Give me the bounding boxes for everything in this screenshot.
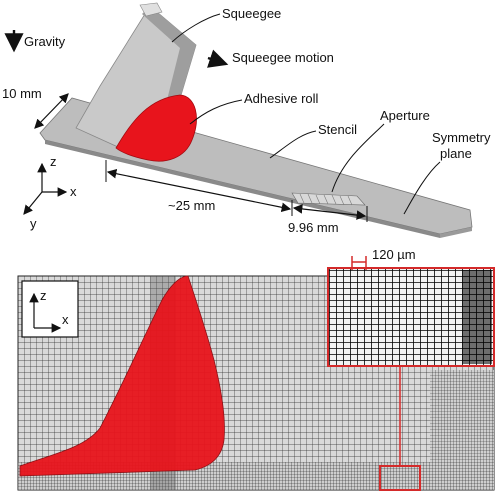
symmetry-label-line2: plane	[440, 146, 472, 161]
mesh-dense-column	[430, 370, 494, 490]
width-dim-line	[34, 93, 69, 129]
schematic-3d: Gravity Squeegee Squeegee motion Adhesiv…	[2, 2, 491, 238]
symmetry-leader	[403, 161, 441, 215]
mesh-section: z x 120 µm	[17, 247, 495, 491]
stencil-leader	[269, 130, 317, 159]
aperture-dim-label: 9.96 mm	[288, 220, 339, 235]
length-dim-line	[106, 168, 292, 213]
squeegee-face	[142, 6, 196, 112]
axis-box-2d: z x	[21, 280, 79, 338]
squeegee-motion-label: Squeegee motion	[232, 50, 334, 65]
zoom-inset: 120 µm	[327, 247, 495, 491]
axis-z-label: z	[50, 154, 57, 169]
cell-size-label: 120 µm	[372, 247, 416, 262]
length-dim-label: ~25 mm	[168, 198, 215, 213]
width-dim-label: 10 mm	[2, 86, 42, 101]
stencil-plate-edge	[440, 227, 472, 238]
aperture-grid	[299, 193, 353, 206]
squeegee-label: Squeegee	[222, 6, 281, 21]
inset-dark-edge	[462, 270, 492, 364]
aperture-leader	[331, 123, 385, 193]
aperture-label: Aperture	[380, 108, 430, 123]
gravity-label: Gravity	[24, 34, 66, 49]
axis-y-label: y	[30, 216, 37, 231]
squeegee-motion-arrow	[207, 49, 229, 68]
adhesive-section	[19, 275, 225, 477]
adhesive-roll-label: Adhesive roll	[244, 91, 319, 106]
adhesive-leader	[189, 99, 243, 125]
aperture-dim-line	[292, 204, 367, 220]
stencil-label: Stencil	[318, 122, 357, 137]
axis2d-z-label: z	[40, 288, 47, 303]
zoom-source-box	[379, 465, 421, 491]
axis2d-x-label: x	[62, 312, 69, 327]
adhesive-roll	[115, 94, 197, 162]
squeegee-leader	[171, 13, 221, 43]
symmetry-label-line1: Symmetry	[432, 130, 491, 145]
axis-x-label: x	[70, 184, 77, 199]
axis-triad-3d: z x y	[23, 154, 77, 231]
squeegee-top	[139, 2, 163, 17]
